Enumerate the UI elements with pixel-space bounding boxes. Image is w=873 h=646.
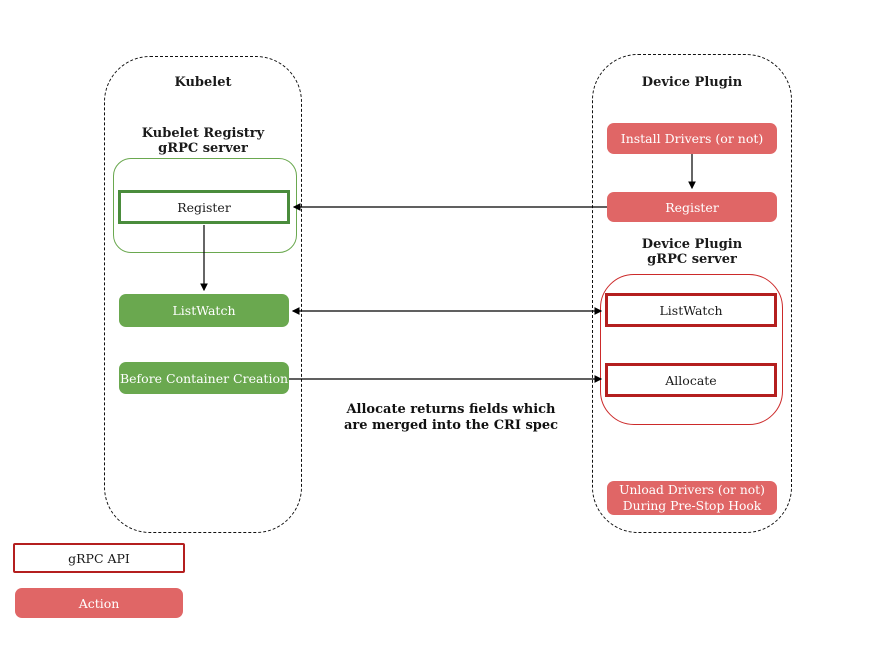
kubelet-container [104,56,302,533]
before-container-creation-action: Before Container Creation [119,362,289,394]
device-plugin-container [592,54,792,533]
device-plugin-register-action: Register [607,192,777,222]
device-plugin-allocate-grpc-box: Allocate [605,363,777,397]
kubelet-registry-server-label: Kubelet Registry gRPC server [141,126,265,156]
unload-drivers-action: Unload Drivers (or not) During Pre-Stop … [607,481,777,515]
kubelet-title: Kubelet [174,75,232,90]
kubelet-listwatch-action: ListWatch [119,294,289,327]
kubelet-register-grpc-box: Register [118,190,290,224]
device-plugin-listwatch-grpc-box: ListWatch [605,293,777,327]
device-plugin-grpc-server-label: Device Plugin gRPC server [641,237,743,267]
install-drivers-action: Install Drivers (or not) [607,123,777,154]
device-plugin-title: Device Plugin [641,75,743,90]
legend-action-box: Action [15,588,183,618]
legend-grpc-api-box: gRPC API [13,543,185,573]
cri-spec-annotation: Allocate returns fields which are merged… [343,402,559,433]
